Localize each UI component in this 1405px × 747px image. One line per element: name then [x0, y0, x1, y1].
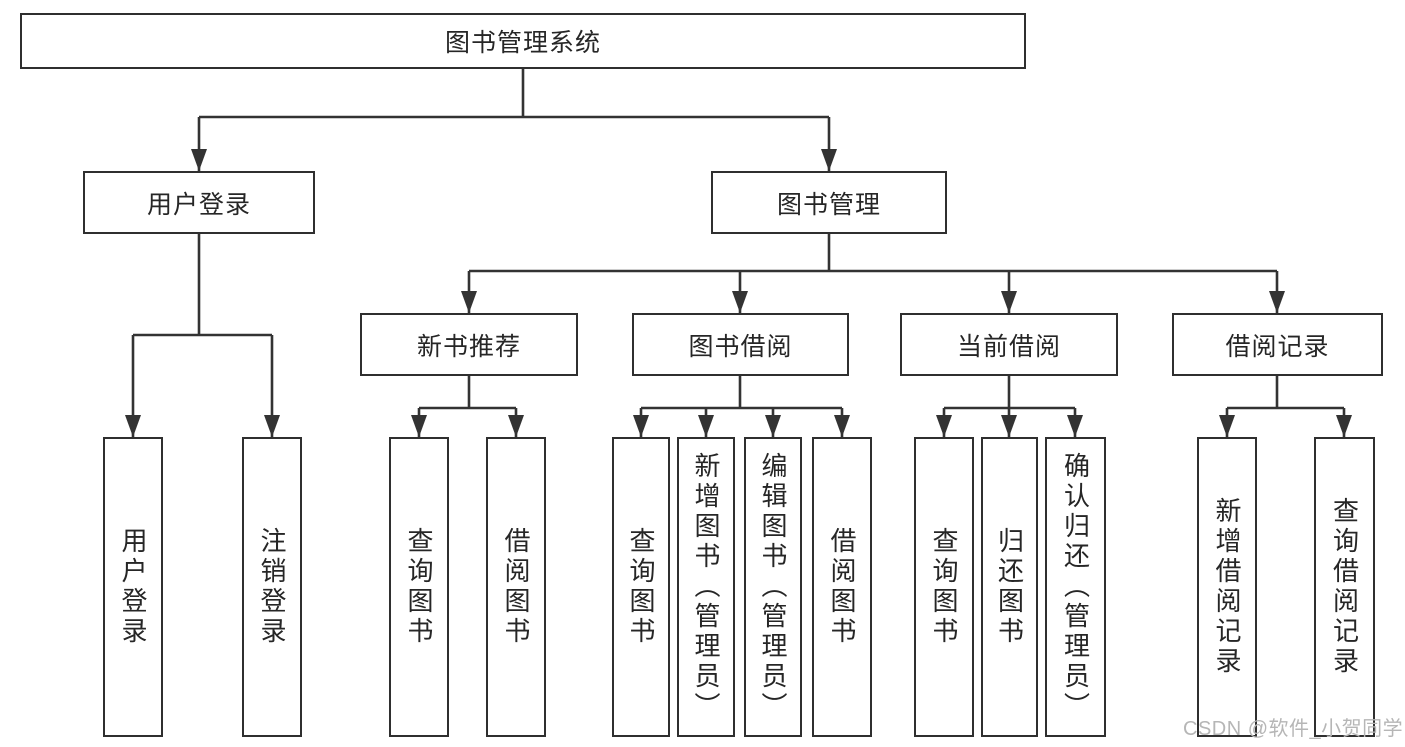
- leaf-query-books-current: 查询图书: [914, 437, 974, 737]
- node-book-borrow: 图书借阅: [632, 313, 849, 376]
- connector-borrow-records-children: [1219, 376, 1352, 437]
- connector-root-to-level2: [191, 69, 837, 171]
- leaf-label: 新增借阅记录: [1212, 497, 1242, 677]
- node-user-login: 用户登录: [83, 171, 315, 234]
- arrowhead: [508, 415, 524, 437]
- leaf-return-books: 归还图书: [981, 437, 1038, 737]
- csdn-watermark: CSDN @软件_小贺同学: [1183, 718, 1404, 740]
- leaf-label: 归还图书: [994, 527, 1025, 647]
- leaf-label: 用户登录: [118, 527, 148, 647]
- leaf-borrow-books: 借阅图书: [812, 437, 872, 737]
- leaf-label: 确认归还（管理员）: [1060, 452, 1091, 722]
- leaf-label: 查询图书: [404, 527, 434, 647]
- arrowhead: [765, 415, 781, 437]
- leaf-query-books-recommend: 查询图书: [389, 437, 449, 737]
- leaf-add-books-admin: 新增图书（管理员）: [677, 437, 735, 737]
- arrowhead: [1269, 291, 1285, 313]
- arrowhead: [264, 415, 280, 437]
- arrowhead: [461, 291, 477, 313]
- leaf-label: 查询图书: [626, 527, 656, 647]
- arrowhead: [633, 415, 649, 437]
- leaf-label: 查询图书: [929, 527, 959, 647]
- node-book-management: 图书管理: [711, 171, 947, 234]
- connector-book-borrow-children: [633, 376, 850, 437]
- arrowhead: [821, 149, 837, 171]
- leaf-confirm-return-admin: 确认归还（管理员）: [1045, 437, 1106, 737]
- leaf-query-books-borrow: 查询图书: [612, 437, 670, 737]
- leaf-user-login: 用户登录: [103, 437, 163, 737]
- leaf-edit-books-admin: 编辑图书（管理员）: [744, 437, 802, 737]
- leaf-label: 借阅图书: [501, 527, 531, 647]
- connector-user-login-children: [125, 234, 280, 437]
- leaf-label: 新增图书（管理员）: [691, 452, 721, 722]
- arrowhead: [1001, 291, 1017, 313]
- leaf-logout: 注销登录: [242, 437, 302, 737]
- arrowhead: [834, 415, 850, 437]
- arrowhead: [411, 415, 427, 437]
- leaf-label: 注销登录: [257, 527, 287, 647]
- leaf-label: 编辑图书（管理员）: [758, 452, 788, 722]
- leaf-label: 查询借阅记录: [1329, 497, 1360, 677]
- arrowhead: [698, 415, 714, 437]
- node-root-library-management-system: 图书管理系统: [20, 13, 1026, 69]
- leaf-add-borrow-record: 新增借阅记录: [1197, 437, 1257, 737]
- leaf-query-borrow-record: 查询借阅记录: [1314, 437, 1375, 737]
- arrowhead: [1336, 415, 1352, 437]
- arrowhead: [936, 415, 952, 437]
- node-borrow-records: 借阅记录: [1172, 313, 1383, 376]
- node-new-book-recommend: 新书推荐: [360, 313, 578, 376]
- arrowhead: [1219, 415, 1235, 437]
- arrowhead: [1001, 415, 1017, 437]
- arrowhead: [1067, 415, 1083, 437]
- connector-book-management-children: [461, 234, 1285, 313]
- arrowhead: [125, 415, 141, 437]
- leaf-label: 借阅图书: [827, 527, 857, 647]
- connector-new-book-recommend-children: [411, 376, 524, 437]
- arrowhead: [191, 149, 207, 171]
- leaf-borrow-books-recommend: 借阅图书: [486, 437, 546, 737]
- arrowhead: [732, 291, 748, 313]
- connector-current-borrow-children: [936, 376, 1083, 437]
- node-current-borrow: 当前借阅: [900, 313, 1118, 376]
